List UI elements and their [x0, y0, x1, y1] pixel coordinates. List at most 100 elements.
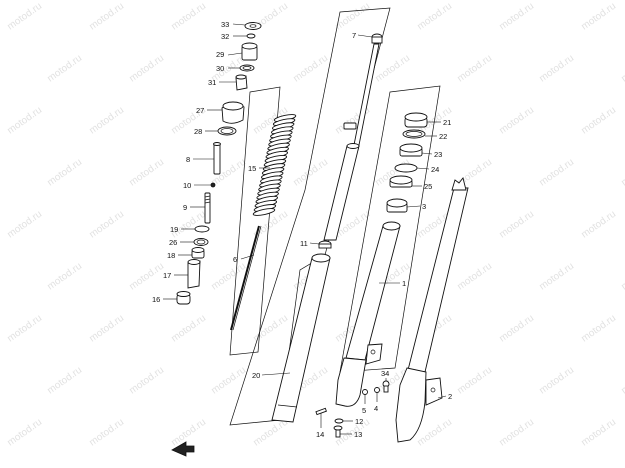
part-14-bolt — [315, 407, 327, 416]
part-28-hole — [220, 128, 234, 134]
leader-11 — [309, 242, 320, 245]
callout-5: 5 — [362, 406, 366, 415]
callout-2: 2 — [448, 392, 452, 401]
leader-24 — [416, 167, 430, 170]
callout-6: 6 — [233, 255, 237, 264]
part-19-washer — [194, 225, 210, 233]
callout-16: 16 — [152, 295, 160, 304]
part-30-oring — [239, 64, 255, 72]
watermark-text: motod.ru — [169, 417, 208, 449]
damper-cyl-top — [346, 143, 360, 149]
part-10-ball — [210, 182, 216, 188]
watermark-text: motod.ru — [291, 53, 330, 85]
part-2-axle-holder — [395, 367, 427, 443]
watermark-text: motod.ru — [455, 53, 494, 85]
callout-1: 1 — [402, 279, 406, 288]
callout-30: 30 — [216, 64, 224, 73]
leader-6 — [240, 254, 255, 260]
part-17-sleeve — [187, 260, 201, 289]
part-1-bolt-hole — [370, 349, 376, 355]
watermark-text: motod.ru — [497, 313, 536, 345]
watermark-text: motod.ru — [619, 157, 625, 189]
watermark-text: motod.ru — [579, 105, 618, 137]
part-33-hole — [249, 24, 257, 28]
callout-24: 24 — [431, 165, 439, 174]
part-25-top — [389, 175, 413, 185]
callout-33: 33 — [221, 20, 229, 29]
part-30-hole — [242, 66, 252, 70]
callout-9: 9 — [183, 203, 187, 212]
callout-11: 11 — [300, 239, 308, 248]
watermark-text: motod.ru — [45, 157, 84, 189]
damper-rod — [352, 43, 380, 151]
watermark-text: motod.ru — [415, 1, 454, 33]
watermark-text: motod.ru — [537, 157, 576, 189]
watermark-text: motod.ru — [209, 365, 248, 397]
frame-spring-group — [229, 86, 281, 356]
callout-labels: 33 32 29 30 31 27 28 8 10 9 19 26 18 17 … — [152, 20, 452, 439]
watermark-text: motod.ru — [5, 1, 44, 33]
part-32-ring — [246, 33, 256, 39]
part-8-rod — [213, 143, 221, 175]
callout-15: 15 — [248, 164, 256, 173]
part-6-rod-edge — [232, 225, 262, 331]
watermark-text: motod.ru — [537, 261, 576, 293]
callout-13: 13 — [354, 430, 362, 439]
watermark-text: motod.ru — [579, 1, 618, 33]
watermark-text: motod.ru — [579, 313, 618, 345]
outer-tube-group — [315, 112, 469, 443]
callout-10: 10 — [183, 181, 191, 190]
leader-23 — [421, 152, 433, 155]
part-24-washer — [394, 163, 418, 173]
callout-4: 4 — [374, 404, 378, 413]
frame-damper-group — [229, 7, 391, 426]
watermark-text: motod.ru — [127, 261, 166, 293]
spring-group — [230, 114, 297, 331]
callout-20: 20 — [252, 371, 260, 380]
watermark-text: motod.ru — [5, 417, 44, 449]
callout-19: 19 — [170, 225, 178, 234]
part-26-ring — [193, 238, 209, 246]
callout-27: 27 — [196, 106, 204, 115]
part-20-ring — [277, 404, 298, 408]
part-8-top — [213, 142, 221, 146]
watermark-text: motod.ru — [619, 261, 625, 293]
part-29-top — [241, 42, 258, 50]
callout-7: 7 — [352, 31, 356, 40]
part-15-spring — [252, 114, 297, 216]
callout-14: 14 — [316, 430, 324, 439]
callout-17: 17 — [163, 271, 171, 280]
part-20-top — [311, 253, 331, 263]
watermark-text: motod.ru — [5, 209, 44, 241]
callout-31: 31 — [208, 78, 216, 87]
group-frames — [229, 7, 441, 426]
watermark-text: motod.ru — [579, 417, 618, 449]
part-18-top — [191, 247, 205, 253]
leader-7 — [357, 34, 373, 38]
frame-outer-tube-group — [339, 85, 441, 373]
watermark-text: motod.ru — [87, 1, 126, 33]
part-23-top — [399, 143, 423, 153]
callout-25: 25 — [424, 182, 432, 191]
callout-12: 12 — [355, 417, 363, 426]
damper-collar — [343, 122, 357, 130]
watermark-text: motod.ru — [497, 209, 536, 241]
watermark-text: motod.ru — [45, 365, 84, 397]
leader-2 — [437, 395, 447, 399]
watermark-text: motod.ru — [455, 365, 494, 397]
part-27-top — [222, 101, 244, 111]
leader-29 — [227, 52, 243, 56]
watermark-text: motod.ru — [87, 105, 126, 137]
watermark-text: motod.ru — [87, 209, 126, 241]
part-7-cap-body — [371, 36, 383, 44]
callout-21: 21 — [443, 118, 451, 127]
watermark-text: motod.ru — [169, 1, 208, 33]
part-4-washer — [374, 387, 380, 393]
watermark-text: motod.ru — [579, 209, 618, 241]
part-22-hole — [405, 131, 423, 137]
part-21-top — [404, 112, 428, 122]
watermark-text: motod.ru — [127, 157, 166, 189]
part-2-top-cap — [451, 177, 467, 191]
